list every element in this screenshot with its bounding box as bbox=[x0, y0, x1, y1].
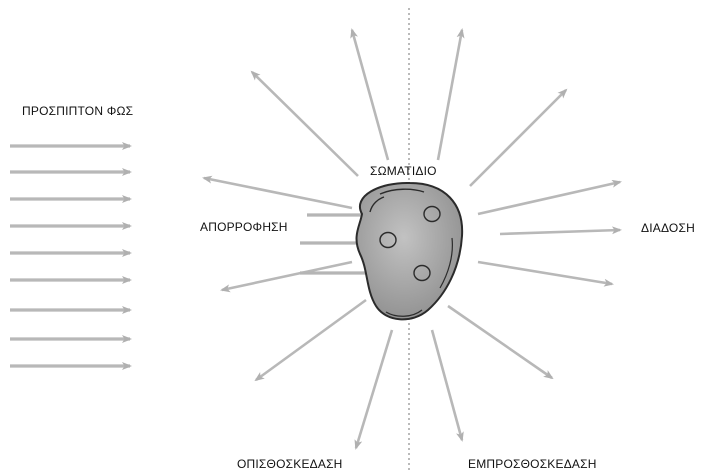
scatter-arrow bbox=[222, 262, 352, 290]
scatter-arrow bbox=[478, 182, 620, 214]
scatter-arrow bbox=[352, 30, 388, 160]
scatter-arrow bbox=[470, 90, 566, 186]
scatter-arrow bbox=[500, 230, 620, 234]
backscattering-label: ΟΠΙΣΘΟΣΚΕΔΑΣΗ bbox=[237, 457, 343, 471]
transmission-label: ΔΙΑΔΟΣΗ bbox=[641, 221, 695, 235]
forward-scattering-label: ΕΜΠΡΟΣΘΟΣΚΕΔΑΣΗ bbox=[468, 457, 597, 471]
incident-light-arrows bbox=[10, 146, 130, 366]
scatter-arrow bbox=[448, 306, 552, 378]
particle-blob-icon bbox=[357, 183, 463, 319]
scatter-arrow bbox=[356, 330, 392, 448]
scatter-arrow bbox=[438, 30, 462, 160]
particle-label: ΣΩΜΑΤΙΔΙΟ bbox=[370, 164, 437, 178]
scatter-arrow bbox=[432, 330, 462, 440]
scatter-arrow bbox=[256, 300, 366, 380]
absorption-label: ΑΠΟΡΡΟΦΗΣΗ bbox=[200, 220, 288, 234]
scatter-arrow bbox=[478, 262, 612, 284]
scatter-arrow bbox=[204, 178, 352, 208]
incident-light-label: ΠΡΟΣΠΙΠΤΟΝ ΦΩΣ bbox=[22, 104, 133, 118]
scatter-arrow bbox=[252, 72, 358, 176]
